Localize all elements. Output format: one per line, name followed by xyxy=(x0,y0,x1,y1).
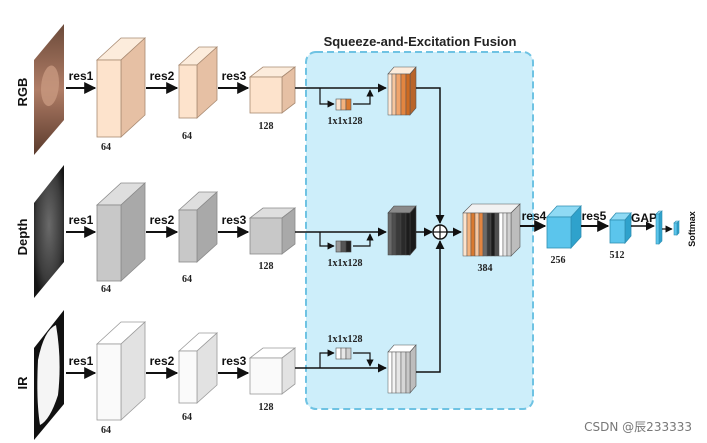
depth-se-dim: 1x1x128 xyxy=(328,258,363,269)
depth-branch: res1 64 res2 64 res3 128 xyxy=(66,182,433,295)
rgb-res2-dim: 64 xyxy=(182,131,192,142)
depth-res3-label: res3 xyxy=(222,213,247,227)
depth-res1-block xyxy=(95,182,147,282)
res5-dim: 512 xyxy=(610,250,625,261)
ir-res2-label: res2 xyxy=(150,354,175,368)
concat-feature-block xyxy=(462,203,521,257)
ir-res3-block xyxy=(248,347,297,395)
gap-label: GAP xyxy=(631,211,657,225)
rgb-res3-block xyxy=(248,66,297,114)
rgb-branch: res1 64 res2 64 res3 128 xyxy=(66,37,445,224)
depth-res2-label: res2 xyxy=(150,213,175,227)
se-fusion-panel xyxy=(305,51,534,410)
fc-vector xyxy=(673,220,680,236)
ir-recalibrated-block xyxy=(387,344,417,394)
rgb-face-image xyxy=(34,24,64,155)
modality-label-depth: Depth xyxy=(15,219,30,256)
watermark: CSDN @辰233333 xyxy=(584,420,692,434)
ir-res1-dim: 64 xyxy=(101,425,111,436)
rgb-recalibrated-block xyxy=(387,66,417,116)
ir-se-vector xyxy=(335,347,352,360)
rgb-res3-dim: 128 xyxy=(259,121,274,132)
depth-res1-label: res1 xyxy=(69,213,94,227)
rgb-res2-label: res2 xyxy=(150,69,175,83)
depth-recalibrated-block xyxy=(387,205,417,256)
ir-res3-dim: 128 xyxy=(259,402,274,413)
fusion-concat-node xyxy=(432,224,448,240)
ir-res1-block xyxy=(95,321,147,421)
depth-res2-dim: 64 xyxy=(182,274,192,285)
res4-dim: 256 xyxy=(551,255,566,266)
ir-res3-label: res3 xyxy=(222,354,247,368)
depth-res1-dim: 64 xyxy=(101,284,111,295)
rgb-se-vector xyxy=(335,98,352,111)
rgb-res1-block xyxy=(95,37,147,138)
rgb-res3-label: res3 xyxy=(222,69,247,83)
ir-se-dim: 1x1x128 xyxy=(328,334,363,345)
depth-res3-block xyxy=(248,207,297,255)
ir-res2-dim: 64 xyxy=(182,412,192,423)
gap-vector xyxy=(655,210,663,245)
rgb-res1-dim: 64 xyxy=(101,142,111,153)
res5-label: res5 xyxy=(582,209,607,223)
ir-face-image xyxy=(34,310,64,440)
se-fusion-title: Squeeze-and-Excitation Fusion xyxy=(324,34,517,49)
res4-label: res4 xyxy=(522,209,547,223)
depth-se-vector xyxy=(335,240,352,253)
modality-label-rgb: RGB xyxy=(15,78,30,107)
rgb-res2-block xyxy=(177,46,219,119)
depth-res2-block xyxy=(177,191,219,263)
rgb-res1-label: res1 xyxy=(69,69,94,83)
ir-res1-label: res1 xyxy=(69,354,94,368)
rgb-se-dim: 1x1x128 xyxy=(328,116,363,127)
res4-block xyxy=(546,204,582,250)
depth-face-image xyxy=(34,165,64,298)
ir-branch: res1 64 res2 64 res3 128 xyxy=(66,240,445,436)
ir-res2-block xyxy=(177,332,219,404)
depth-res3-dim: 128 xyxy=(259,261,274,272)
concat-dim: 384 xyxy=(478,263,493,274)
softmax-label: Softmax xyxy=(687,211,697,247)
modality-label-ir: IR xyxy=(15,376,30,390)
res5-block xyxy=(609,211,632,245)
